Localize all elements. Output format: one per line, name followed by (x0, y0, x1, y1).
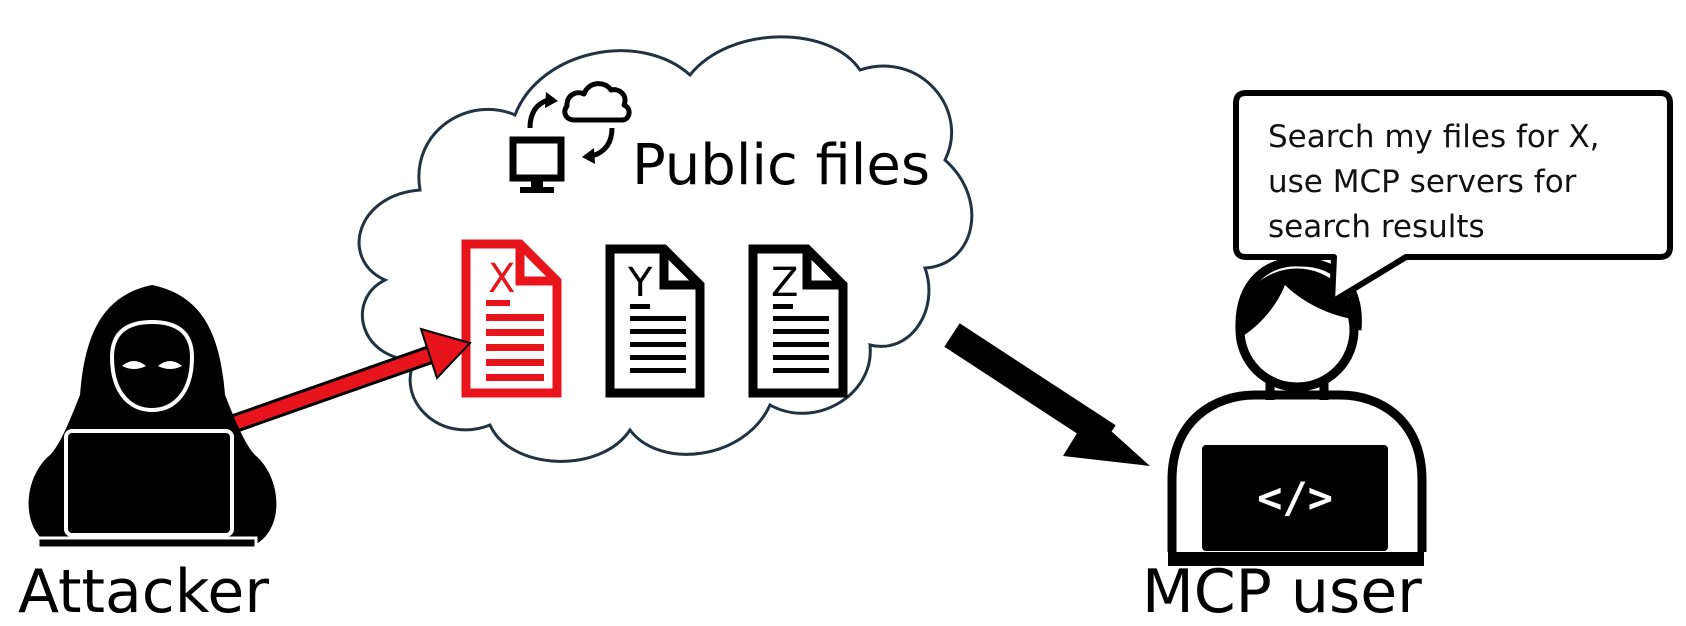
document-z: Z (748, 244, 848, 398)
document-letter: X (488, 256, 515, 302)
document-letter: Y (627, 260, 653, 306)
document-x: X (461, 239, 562, 398)
attacker-label: Attacker (18, 557, 269, 626)
speech-bubble: Search my files for X, use MCP servers f… (1233, 90, 1673, 305)
document-letter: Z (771, 260, 798, 306)
speech-line: Search my files for X, (1268, 119, 1600, 155)
code-symbol: </> (1257, 473, 1333, 522)
cloud: Public files X Y Z (357, 35, 974, 463)
cloud-to-user-arrow (944, 323, 1150, 466)
hooded-hacker-laptop-icon (28, 285, 277, 550)
document-y: Y (605, 244, 705, 398)
mcp-user-label: MCP user (1142, 557, 1422, 626)
speech-bubble-outline (1233, 90, 1673, 305)
cloud-title: Public files (632, 133, 930, 198)
cloud-sync-monitor-icon (509, 81, 632, 193)
attacker-to-file-arrow (229, 327, 472, 433)
speech-line: use MCP servers for (1268, 164, 1577, 200)
speech-line: search results (1268, 209, 1485, 245)
developer-laptop-icon: </> (1167, 257, 1427, 566)
